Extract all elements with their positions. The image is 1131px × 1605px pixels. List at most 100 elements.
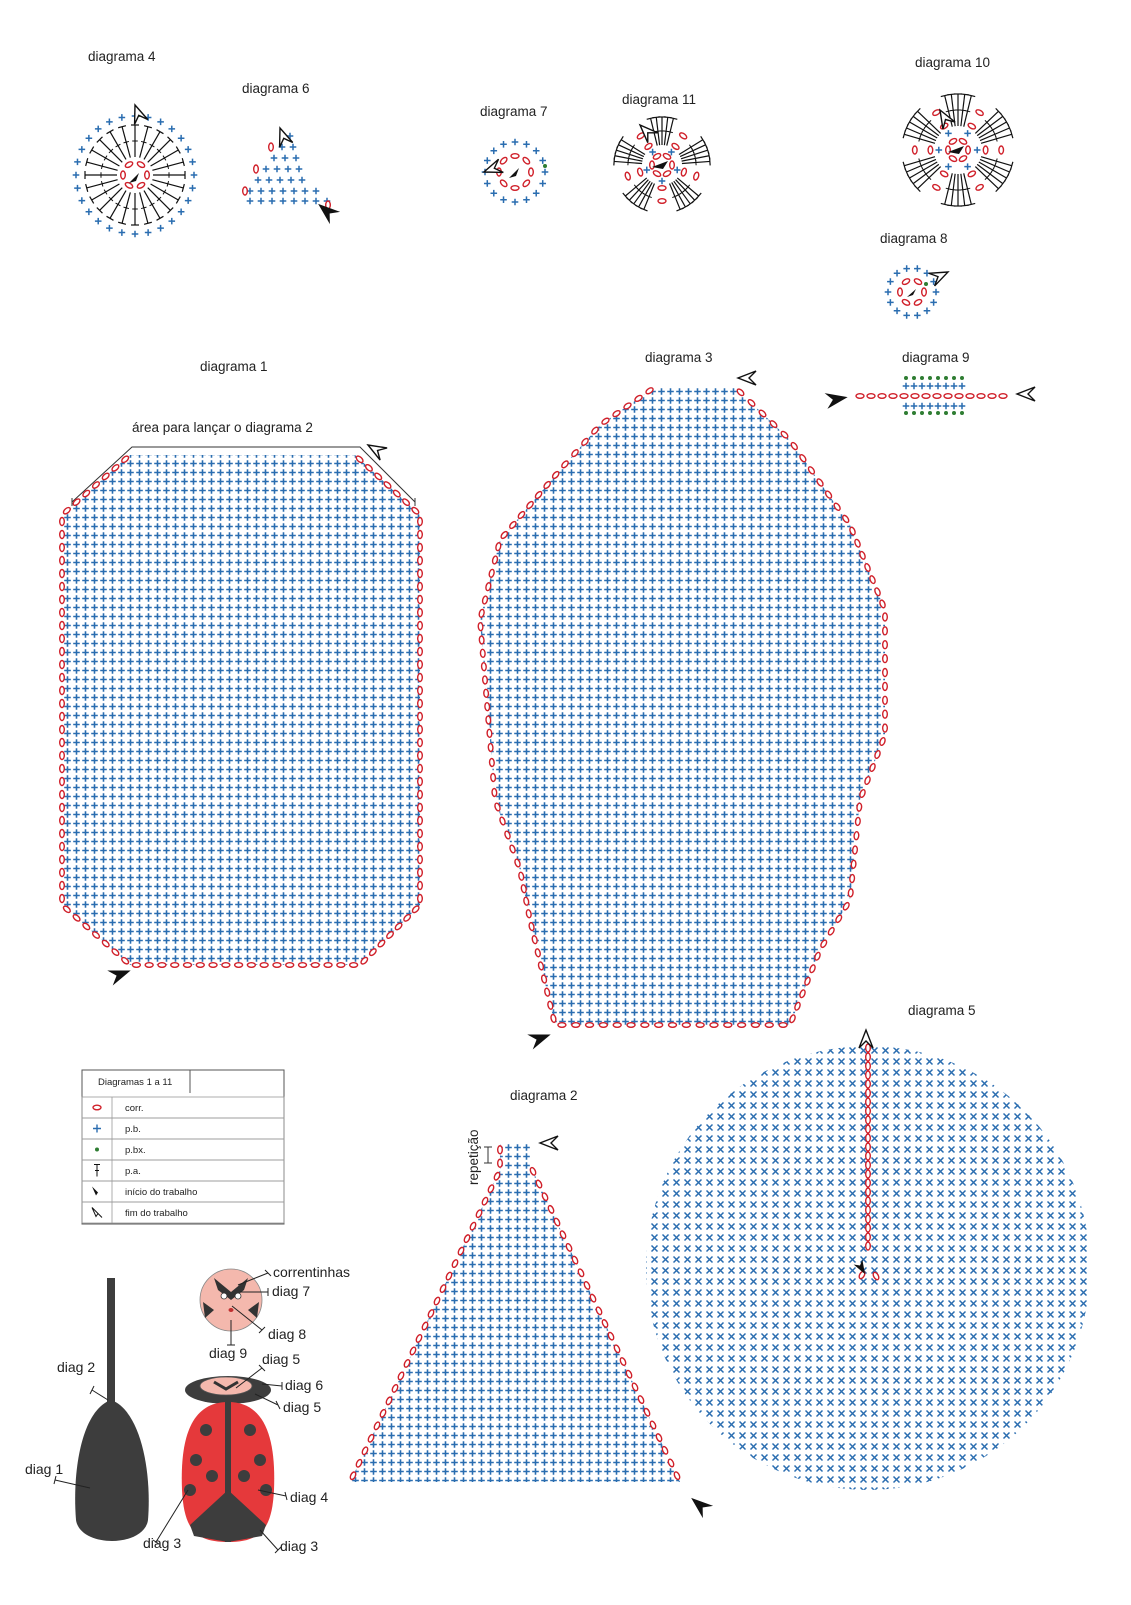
chain-stitch (680, 168, 687, 177)
chain-stitch (60, 700, 65, 708)
single-crochet-stitch (512, 139, 519, 146)
diagram-1: diagrama 1 área para lançar o diagrama 2 (60, 359, 423, 986)
chain-stitch (418, 583, 423, 591)
tall-stitch-icon (94, 1165, 100, 1177)
chain-stitch (652, 152, 661, 160)
single-crochet-stitch (157, 119, 164, 126)
chain-stitch (418, 856, 423, 864)
diagram-10: diagrama 10 (903, 55, 1013, 206)
chain-stitch (901, 278, 910, 286)
chain-stitch (60, 895, 65, 903)
single-crochet-stitch (964, 130, 971, 137)
start-arrow-icon (907, 289, 916, 297)
slip-stitch (936, 411, 940, 415)
double-crochet-stitch (86, 180, 118, 192)
chain-stitch (529, 168, 534, 176)
single-crochet-stitch (280, 198, 287, 205)
legend-label: p.bx. (125, 1145, 146, 1156)
chain-stitch (498, 1159, 503, 1167)
single-crochet-stitch (927, 403, 934, 410)
legend-row: início do trabalho (82, 1181, 284, 1202)
chain-stitch (418, 726, 423, 734)
chain-stitch (60, 596, 65, 604)
callout-diag-2: diag 2 (57, 1359, 95, 1375)
chain-stitch (644, 142, 653, 150)
legend-row: p.a. (82, 1160, 284, 1181)
dark-body (75, 1400, 149, 1541)
chain-stitch (866, 1080, 871, 1088)
chain-stitch (613, 1023, 621, 1028)
single-crochet-stitch (299, 177, 306, 184)
slip-stitch (912, 411, 916, 415)
diagram-3-title: diagrama 3 (645, 350, 713, 365)
single-crochet-stitch (86, 135, 93, 142)
diagram-11-title: diagrama 11 (622, 92, 696, 107)
double-crochet-stitch (640, 184, 654, 211)
single-crochet-stitch (935, 383, 942, 390)
slip-stitch (952, 411, 956, 415)
chain-stitch (479, 636, 484, 644)
single-crochet-stitch (79, 197, 86, 204)
callout-diag-7: diag 7 (272, 1283, 310, 1299)
chain-stitch (124, 181, 133, 189)
chain-stitch (418, 739, 423, 747)
chain-stitch (900, 394, 908, 399)
slip-stitch (928, 376, 932, 380)
diagram-9-strip (856, 376, 1007, 415)
chain-stitch (944, 394, 952, 399)
chain-stitch (866, 1062, 871, 1070)
chain-stitch (572, 1023, 580, 1028)
chain-stitch (883, 669, 888, 677)
double-crochet-stitch (118, 126, 130, 158)
chain-stitch (299, 963, 307, 968)
single-crochet-stitch (263, 166, 270, 173)
diagram-9-end-arrow-icon (1017, 387, 1035, 401)
single-crochet-stitch (490, 190, 497, 197)
double-crochet-stitch (118, 192, 130, 224)
double-crochet-stitch (153, 171, 185, 179)
chain-stitch (121, 171, 126, 179)
diagram-4-end-arrow-icon (128, 103, 147, 125)
double-crochet-stitch (152, 158, 184, 170)
chain-stitch (975, 109, 984, 117)
diagram-7-title: diagrama 7 (480, 104, 548, 119)
single-crochet-stitch (924, 307, 931, 314)
double-crochet-stitch (980, 124, 1011, 140)
chain-stitch (478, 622, 483, 630)
chain-stitch (158, 963, 166, 968)
diagram-1-area-label: área para lançar o diagrama 2 (132, 420, 313, 435)
single-crochet-stitch (533, 190, 540, 197)
single-crochet-stitch (539, 180, 546, 187)
chain-stitch (855, 817, 860, 825)
chain-stitch (498, 1146, 503, 1154)
diagram-8: diagrama 8 (880, 231, 951, 319)
chain-stitch (966, 394, 974, 399)
chain-stitch (511, 186, 519, 191)
chain-stitch (418, 687, 423, 695)
chain-stitch (866, 1242, 871, 1250)
chain-stitch (60, 674, 65, 682)
diagram-9: diagrama 9 (825, 350, 1035, 415)
single-crochet-stitch (282, 155, 289, 162)
diagram-1-title: diagrama 1 (200, 359, 268, 374)
end-arrow-icon (92, 1208, 102, 1218)
diagram-1-stitch-grid (62, 455, 420, 965)
chain-stitch (311, 963, 319, 968)
callout-diag-9: diag 9 (209, 1345, 247, 1361)
chain-stitch (913, 298, 922, 306)
chain-stitch (145, 963, 153, 968)
chain-stitch (418, 869, 423, 877)
chain-stitch (418, 635, 423, 643)
chain-stitch (866, 1179, 871, 1187)
chain-stitch (946, 146, 951, 154)
chain-stitch (988, 394, 996, 399)
single-crochet-stitch (512, 199, 519, 206)
chain-stitch (693, 172, 700, 181)
chain-stitch (482, 676, 487, 684)
single-crochet-stitch (933, 289, 940, 296)
chain-stitch (418, 531, 423, 539)
chain-stitch (286, 963, 294, 968)
chain-stitch (324, 963, 332, 968)
double-crochet-stitch (903, 157, 935, 170)
